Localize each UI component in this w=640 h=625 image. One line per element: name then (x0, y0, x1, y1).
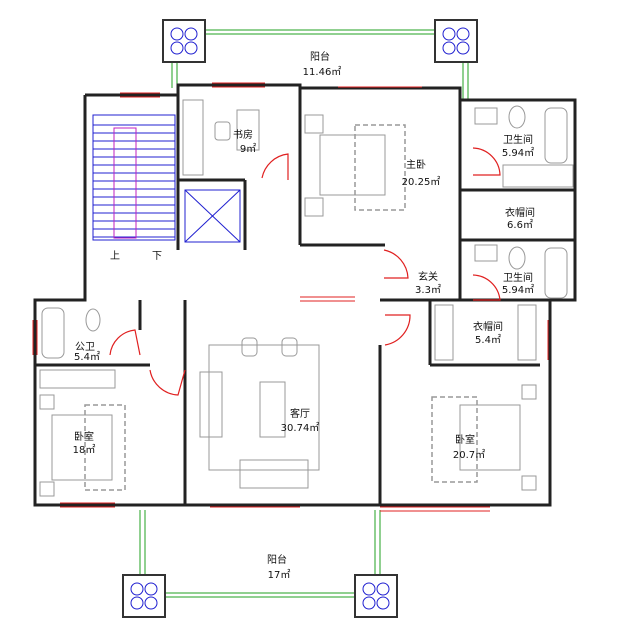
stair-down-label: 下 (152, 251, 162, 262)
room-name-bedroom-left: 卧室 (74, 430, 94, 443)
room-name-balcony-bottom: 阳台 (267, 553, 287, 566)
room-name-public-bath: 公卫 (75, 342, 95, 353)
room-area-balcony-top: 11.46㎡ (303, 66, 342, 78)
room-name-closet-1: 衣帽间 (505, 206, 535, 219)
column-top-left (162, 19, 206, 63)
room-area-master-bedroom: 20.25㎡ (402, 176, 441, 188)
room-area-living-room: 30.74㎡ (281, 422, 320, 434)
room-area-bedroom-left: 18㎡ (73, 444, 96, 456)
room-name-closet-2: 衣帽间 (473, 320, 503, 333)
bottom-balcony-railing (139, 510, 381, 598)
room-area-foyer: 3.3㎡ (415, 284, 441, 296)
column-bottom-left (122, 574, 166, 618)
stair-up-label: 上 (110, 250, 120, 262)
column-top-right (434, 19, 478, 63)
column-bottom-right (354, 574, 398, 618)
room-area-closet-2: 5.4㎡ (475, 334, 501, 346)
room-area-bedroom-right: 20.7㎡ (453, 449, 485, 461)
room-area-bathroom-2: 5.94㎡ (502, 284, 534, 296)
room-name-master-bedroom: 主卧 (406, 158, 426, 171)
staircase[interactable] (92, 114, 176, 241)
room-name-balcony-top: 阳台 (310, 50, 330, 63)
top-balcony-railing (171, 29, 469, 100)
windows (32, 82, 549, 512)
room-name-bathroom-1: 卫生间 (503, 133, 533, 146)
elevator (184, 189, 241, 243)
walls (33, 83, 577, 507)
room-name-living-room: 客厅 (290, 407, 310, 420)
room-area-study: 9㎡ (240, 143, 256, 155)
room-name-study: 书房 (233, 128, 253, 141)
room-area-closet-1: 6.6㎡ (507, 219, 533, 231)
doors (109, 147, 501, 396)
room-name-foyer: 玄关 (418, 270, 438, 283)
furniture (39, 99, 574, 497)
room-area-public-bath: 5.4㎡ (74, 351, 100, 363)
room-name-bathroom-2: 卫生间 (503, 271, 533, 284)
room-name-bedroom-right: 卧室 (455, 433, 475, 446)
room-area-balcony-bottom: 17㎡ (268, 569, 291, 581)
room-area-bathroom-1: 5.94㎡ (502, 147, 534, 159)
